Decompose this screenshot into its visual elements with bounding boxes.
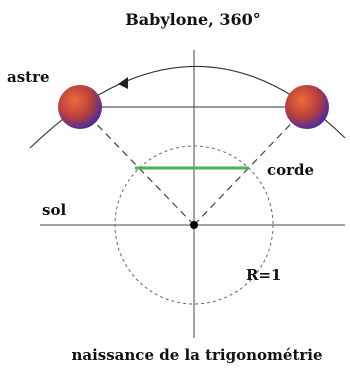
label-radius: R=1: [246, 266, 281, 284]
label-astre: astre: [7, 68, 50, 86]
diagram-caption: naissance de la trigonométrie: [71, 346, 322, 364]
label-sol: sol: [42, 201, 66, 219]
label-corde: corde: [267, 161, 314, 179]
center-dot: [190, 221, 198, 229]
diagram-title: Babylone, 360°: [125, 10, 260, 29]
radius-line-left: [80, 107, 194, 225]
planet-icon: [58, 85, 102, 129]
arrowhead-icon: [118, 77, 128, 89]
planet-icon: [285, 85, 329, 129]
